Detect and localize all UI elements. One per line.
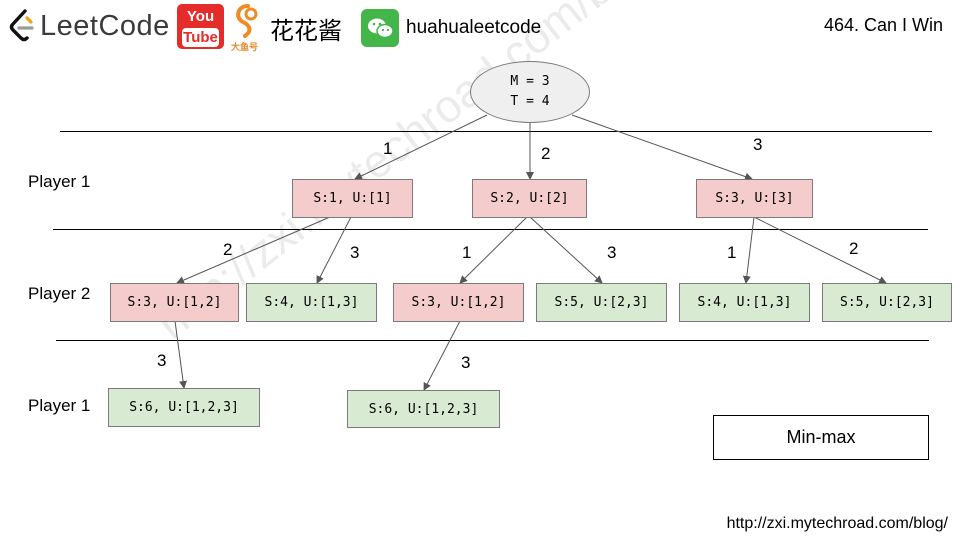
state-node-k: S:6, U:[1,2,3] bbox=[347, 390, 500, 428]
state-node-d: S:3, U:[1,2] bbox=[110, 283, 239, 322]
edge-label-b-f: 1 bbox=[462, 243, 472, 262]
edge-label-d-j: 3 bbox=[157, 351, 167, 370]
edge-label-f-k: 3 bbox=[461, 353, 471, 372]
edge-root-c bbox=[571, 114, 753, 181]
level-1-label: Player 1 bbox=[28, 172, 91, 191]
wechat-id: huahualeetcode bbox=[406, 17, 542, 38]
state-node-e: S:4, U:[1,3] bbox=[246, 283, 377, 322]
problem-title: 464. Can I Win bbox=[823, 15, 943, 35]
edge-label-root-c: 3 bbox=[753, 135, 763, 154]
state-node-f: S:3, U:[1,2] bbox=[393, 283, 524, 322]
root-line-1: M = 3 bbox=[510, 74, 550, 89]
minmax-label-box: Min-max bbox=[713, 415, 929, 460]
edge-label-c-h: 1 bbox=[727, 243, 737, 262]
footer-url: http://zxi.mytechroad.com/blog/ bbox=[726, 515, 948, 532]
level-2-label: Player 2 bbox=[28, 284, 91, 303]
edge-root-a bbox=[354, 114, 488, 180]
edge-label-root-a: 1 bbox=[383, 139, 393, 158]
leetcode-logo: LeetCode bbox=[8, 8, 170, 44]
state-node-h: S:4, U:[1,3] bbox=[679, 283, 810, 322]
edge-a-e bbox=[316, 216, 352, 284]
divider-3 bbox=[56, 340, 929, 341]
state-node-a: S:1, U:[1] bbox=[292, 179, 413, 218]
edge-label-a-e: 3 bbox=[350, 243, 360, 262]
state-node-i: S:5, U:[2,3] bbox=[822, 283, 952, 322]
edge-f-k bbox=[423, 320, 461, 391]
divider-1 bbox=[60, 131, 932, 132]
edge-c-i bbox=[753, 216, 887, 284]
wechat-logo-icon bbox=[361, 9, 399, 47]
leetcode-logo-icon bbox=[9, 9, 34, 42]
root-line-2: T = 4 bbox=[510, 94, 550, 109]
edge-b-f bbox=[459, 216, 528, 284]
leetcode-wordmark: LeetCode bbox=[40, 9, 170, 42]
edge-label-c-i: 2 bbox=[849, 239, 859, 258]
edge-label-b-g: 3 bbox=[607, 243, 617, 262]
state-node-c: S:3, U:[3] bbox=[696, 179, 813, 218]
edge-c-h bbox=[742, 216, 755, 284]
youtube-logo-icon: You Tube bbox=[177, 4, 224, 49]
edge-b-g bbox=[529, 216, 603, 284]
youtube-logo-bottom: Tube bbox=[182, 28, 219, 47]
root-node: M = 3 T = 4 bbox=[470, 61, 590, 123]
edge-d-j bbox=[174, 320, 188, 389]
dayu-label: 大鱼号 bbox=[231, 42, 259, 52]
edge-a-d bbox=[176, 216, 331, 284]
divider-2 bbox=[53, 229, 928, 230]
state-node-b: S:2, U:[2] bbox=[472, 179, 587, 218]
edge-label-a-d: 2 bbox=[223, 240, 233, 259]
youtube-logo-top: You bbox=[186, 8, 215, 25]
edge-label-root-b: 2 bbox=[541, 144, 551, 163]
dayu-logo-icon: 大鱼号 bbox=[231, 2, 265, 52]
channel-name: 花花酱 bbox=[270, 17, 342, 45]
level-3-label: Player 1 bbox=[28, 396, 91, 415]
state-node-g: S:5, U:[2,3] bbox=[536, 283, 667, 322]
state-node-j: S:6, U:[1,2,3] bbox=[108, 388, 260, 427]
